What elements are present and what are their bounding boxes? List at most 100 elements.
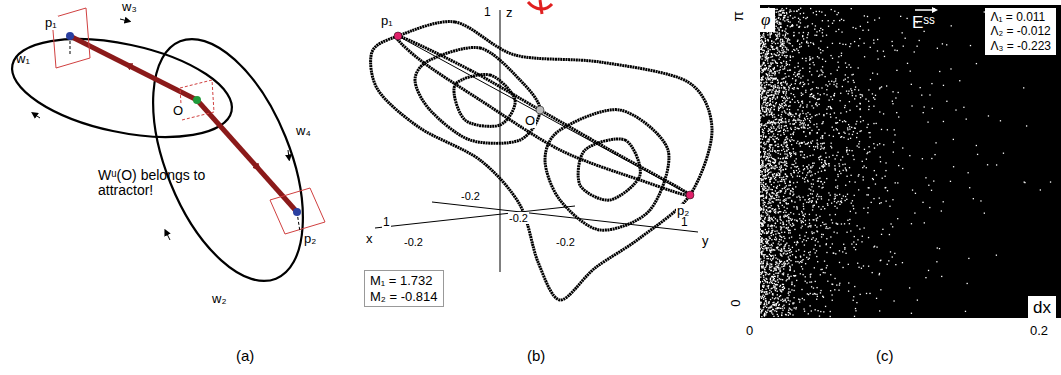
- sample-dot: [756, 160, 757, 161]
- sample-dot: [826, 267, 827, 268]
- sample-dot: [772, 175, 773, 176]
- sample-dot: [760, 272, 761, 273]
- sample-dot: [790, 249, 791, 250]
- sample-dot: [778, 13, 779, 14]
- sample-dot: [809, 254, 810, 255]
- sample-dot: [976, 63, 977, 64]
- sample-dot: [765, 57, 766, 58]
- sample-dot: [758, 114, 759, 115]
- sample-dot: [803, 13, 804, 14]
- sample-dot: [759, 222, 760, 223]
- sample-dot: [792, 303, 793, 304]
- sample-dot: [822, 20, 823, 21]
- sample-dot: [758, 95, 759, 96]
- schematic: [3, 8, 333, 302]
- sample-dot: [758, 240, 759, 241]
- sample-dot: [790, 156, 791, 157]
- sample-dot: [751, 222, 752, 223]
- sample-dot: [879, 310, 880, 311]
- sample-dot: [795, 127, 796, 128]
- sample-dot: [765, 306, 766, 307]
- sample-dot: [893, 141, 894, 142]
- sample-dot: [752, 74, 753, 75]
- sample-dot: [996, 164, 997, 165]
- sample-dot: [781, 125, 782, 126]
- sample-dot: [755, 55, 756, 56]
- sample-dot: [835, 158, 836, 159]
- sample-dot: [834, 11, 835, 12]
- sample-dot: [772, 166, 773, 167]
- sample-dot: [760, 113, 761, 114]
- sample-dot: [790, 154, 791, 155]
- sample-dot: [813, 232, 814, 233]
- sample-dot: [752, 53, 753, 54]
- sample-dot: [777, 297, 778, 298]
- sample-dot: [778, 305, 779, 306]
- sample-dot: [756, 59, 757, 60]
- sample-dot: [769, 219, 770, 220]
- sample-dot: [797, 74, 798, 75]
- sample-dot: [759, 228, 760, 229]
- sample-dot: [860, 116, 861, 117]
- sample-dot: [806, 143, 807, 144]
- sample-dot: [763, 147, 764, 148]
- sample-dot: [848, 290, 849, 291]
- sample-dot: [915, 193, 916, 194]
- sample-dot: [810, 189, 811, 190]
- sample-dot: [752, 76, 753, 77]
- sample-dot: [775, 141, 776, 142]
- sample-dot: [826, 226, 827, 227]
- sample-dot: [767, 39, 768, 40]
- sample-dot: [764, 292, 765, 293]
- sample-dot: [773, 249, 774, 250]
- sample-dot: [752, 146, 753, 147]
- sample-dot: [771, 121, 772, 122]
- sample-dot: [807, 166, 808, 167]
- sample-dot: [796, 244, 797, 245]
- sample-dot: [782, 158, 783, 159]
- sample-dot: [753, 25, 754, 26]
- sample-dot: [795, 257, 796, 258]
- sample-dot: [754, 101, 755, 102]
- sample-dot: [768, 84, 769, 85]
- sample-dot: [759, 296, 760, 297]
- sample-dot: [806, 175, 807, 176]
- sample-dot: [763, 96, 764, 97]
- sample-dot: [775, 273, 776, 274]
- sample-dot: [816, 226, 817, 227]
- sample-dot: [768, 201, 769, 202]
- sample-dot: [754, 188, 755, 189]
- sample-dot: [758, 180, 759, 181]
- sample-dot: [768, 207, 769, 208]
- sample-dot: [777, 259, 778, 260]
- sample-dot: [755, 153, 756, 154]
- sample-dot: [776, 197, 777, 198]
- sample-dot: [774, 288, 775, 289]
- sample-dot: [809, 133, 810, 134]
- sample-dot: [827, 228, 828, 229]
- sample-dot: [822, 143, 823, 144]
- sample-dot: [762, 189, 763, 190]
- sample-dot: [813, 107, 814, 108]
- sample-dot: [762, 132, 763, 133]
- sample-dot: [774, 122, 775, 123]
- sample-dot: [772, 131, 773, 132]
- sample-dot: [778, 87, 779, 88]
- sample-dot: [762, 243, 763, 244]
- sample-dot: [780, 308, 781, 309]
- sample-dot: [815, 146, 816, 147]
- sample-dot: [764, 202, 765, 203]
- sample-dot: [778, 88, 779, 89]
- sample-dot: [804, 157, 805, 158]
- x-axis: [375, 206, 575, 228]
- sample-dot: [777, 153, 778, 154]
- sample-dot: [755, 63, 756, 64]
- sample-dot: [783, 121, 784, 122]
- sample-dot: [821, 181, 822, 182]
- sample-dot: [758, 239, 759, 240]
- sample-dot: [881, 129, 882, 130]
- sample-dot: [777, 146, 778, 147]
- sample-dot: [773, 198, 774, 199]
- sample-dot: [781, 291, 782, 292]
- sample-dot: [803, 131, 804, 132]
